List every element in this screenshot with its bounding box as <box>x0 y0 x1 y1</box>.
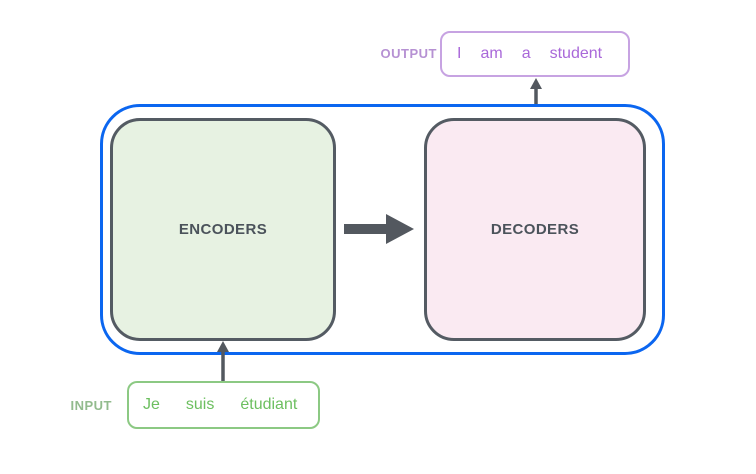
output-label: OUTPUT <box>380 46 437 61</box>
output-word: I <box>457 45 462 62</box>
encoders-box: ENCODERS <box>110 118 336 341</box>
arrow-up-input-to-encoders-icon <box>217 341 229 382</box>
output-phrase-box: I am a student <box>440 31 630 77</box>
output-word: student <box>549 45 603 62</box>
output-word: a <box>521 45 531 62</box>
input-word: suis <box>185 396 215 413</box>
input-phrase-box: Je suis étudiant <box>127 381 320 429</box>
arrow-right-encoders-to-decoders-icon <box>344 214 414 244</box>
input-word: étudiant <box>240 396 298 413</box>
output-word: am <box>480 45 503 62</box>
input-word: Je <box>143 396 160 413</box>
decoders-box: DECODERS <box>424 118 646 341</box>
decoders-label: DECODERS <box>490 221 580 238</box>
input-label: INPUT <box>70 398 112 413</box>
encoders-label: ENCODERS <box>178 221 268 238</box>
